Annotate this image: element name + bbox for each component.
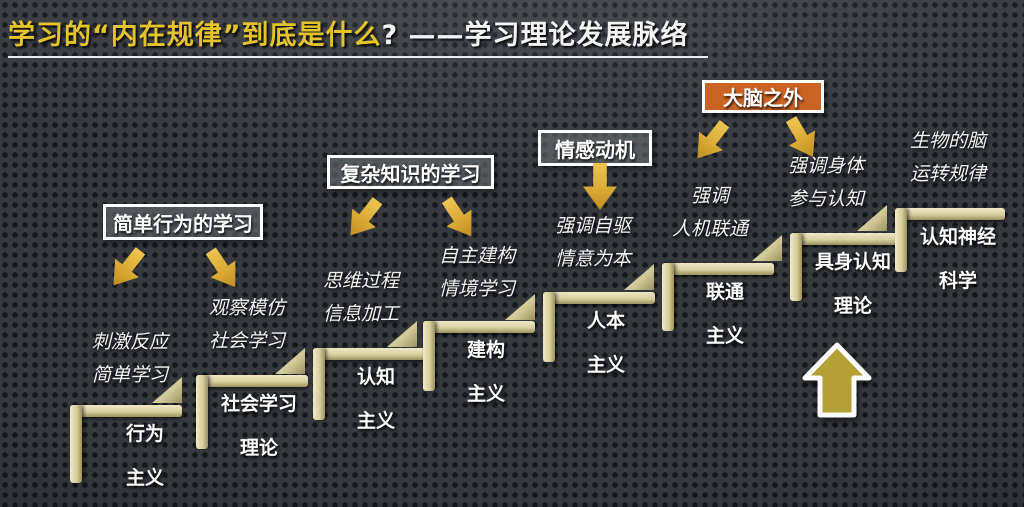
anno-observe-imitate: 观察模仿社会学习 (208, 297, 285, 352)
callout-complex-knowledge: 复杂知识的学习 (327, 155, 494, 189)
step-label: 建构主义 (466, 339, 505, 405)
anno-stimulus-response: 刺激反应简单学习 (91, 331, 168, 386)
step-bar (70, 405, 182, 417)
title-rest: ? ——学习理论发展脉络 (381, 20, 689, 51)
step-bar (196, 375, 308, 387)
step-bar (895, 208, 1005, 220)
step-bar (313, 348, 325, 420)
anno-self-construct: 自主建构情境学习 (438, 245, 515, 300)
big-up-arrow-icon (802, 342, 872, 418)
anno-self-drive: 强调自驱情意为本 (554, 215, 631, 270)
down-arrow-icon (583, 163, 617, 210)
step-label: 认知主义 (356, 366, 395, 432)
down-left-arrow-icon (102, 241, 153, 294)
down-right-arrow-icon (434, 191, 483, 244)
step-bar (543, 292, 655, 304)
step-label: 认知神经科学 (919, 226, 996, 292)
step-bar (790, 233, 802, 301)
anno-thinking-process: 思维过程信息加工 (322, 270, 399, 325)
step-bar (895, 208, 907, 272)
step-bar (662, 263, 774, 275)
step-label: 联通主义 (705, 281, 744, 347)
down-left-arrow-icon (686, 114, 737, 167)
step-label: 社会学习理论 (220, 393, 297, 459)
anno-biological-brain: 生物的脑运转规律 (909, 130, 986, 185)
step-label: 行为主义 (125, 423, 164, 489)
step-bar (423, 321, 435, 391)
anno-human-machine: 强调人机联通 (671, 185, 748, 240)
step-bar (196, 375, 208, 449)
step-bar (662, 263, 674, 331)
down-left-arrow-icon (339, 191, 390, 244)
anno-body-participation: 强调身体参与认知 (787, 155, 864, 210)
step-label: 具身认知理论 (814, 251, 891, 317)
step-bar (423, 321, 535, 333)
title-underline (8, 56, 708, 58)
down-right-arrow-icon (198, 242, 247, 295)
step-bar (70, 405, 82, 483)
callout-emotion-motivation: 情感动机 (538, 130, 652, 166)
step-bar (543, 292, 555, 362)
page-title: 学习的“内在规律”到底是什么? ——学习理论发展脉络 (8, 13, 689, 52)
step-bar (790, 233, 902, 245)
callout-beyond-brain: 大脑之外 (702, 80, 824, 113)
step-label: 人本主义 (586, 310, 625, 376)
title-highlight: 学习的“内在规律”到底是什么 (8, 20, 382, 51)
step-bar (313, 348, 425, 360)
callout-simple-behavior: 简单行为的学习 (103, 204, 263, 240)
